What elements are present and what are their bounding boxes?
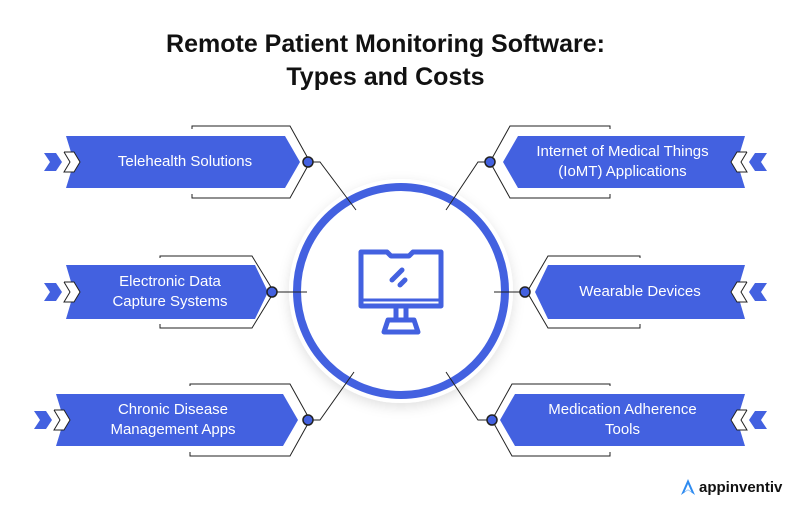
left-banner-1 [44,125,314,199]
title-line-1: Remote Patient Monitoring Software: [166,30,605,58]
left-item-label-3: Chronic Disease Management Apps [110,401,236,438]
right-banner-3 [486,383,767,457]
left-banner-2 [44,255,278,329]
right-item-label-2: Wearable Devices [579,283,701,300]
monitor-icon [358,249,444,335]
center-circle [293,183,509,399]
title-line-2: Types and Costs [286,63,485,91]
right-item-label-1: Internet of Medical Things (IoMT) Applic… [536,143,709,180]
connector-lines [277,161,520,421]
page-title: Remote Patient Monitoring Software: Type… [0,28,801,94]
right-banner-1 [484,125,767,199]
left-banner-3 [34,383,314,457]
right-item-label-3: Medication Adherence Tools [548,401,697,438]
brand-logo: appinventiv [680,478,782,496]
right-banner-2 [519,255,767,329]
left-item-label-2: Electronic Data Capture Systems [112,273,228,310]
appinventiv-logo-icon [681,479,695,495]
brand-name: appinventiv [699,478,783,496]
left-item-label-1: Telehealth Solutions [117,153,253,170]
